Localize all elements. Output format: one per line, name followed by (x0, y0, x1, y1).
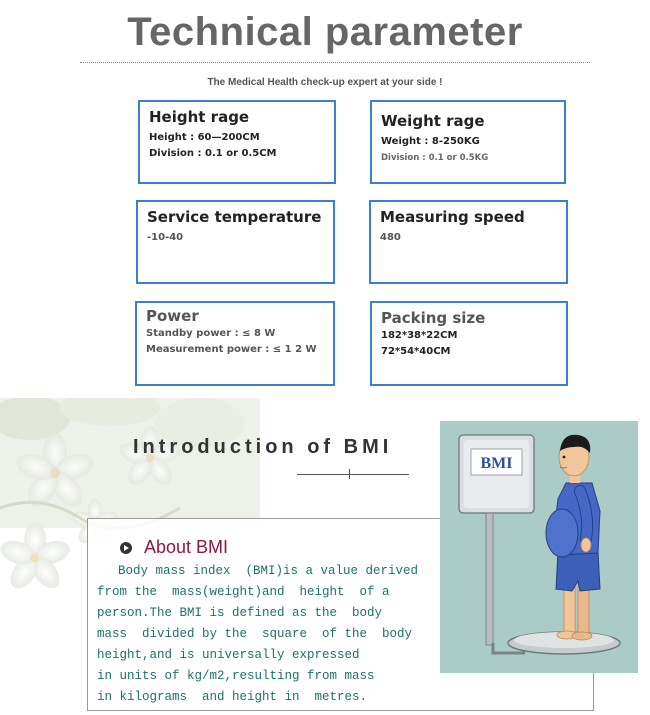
bmi-text-line: Body mass index (BMI)is a value derived (118, 564, 419, 578)
bmi-text-line: person.The BMI is defined as the body (97, 606, 383, 620)
bmi-text-line: from the mass(weight)and height of a (97, 585, 390, 599)
bmi-text-line: in kilograms and height in metres. (97, 690, 368, 704)
bmi-text-line: in units of kg/m2,resulting from mass (97, 669, 375, 683)
person-figure (545, 434, 601, 641)
param-card-packing: Packing size 182*38*22CM 72*54*40CM (370, 301, 568, 386)
param-title: Service temperature (147, 208, 322, 226)
page-title: Technical parameter (127, 10, 523, 54)
bmi-screen-label: BMI (481, 455, 513, 472)
param-title: Power (146, 307, 199, 325)
play-bullet-icon (120, 542, 132, 554)
title-divider (80, 62, 590, 63)
flower-background-image (0, 398, 260, 589)
bmi-text-line: mass divided by the square of the body (97, 627, 413, 641)
bmi-scale-illustration: BMI (440, 421, 638, 673)
param-line: Height : 60—200CM (149, 132, 260, 143)
tagline: The Medical Health check-up expert at yo… (207, 77, 443, 88)
param-line: Measurement power : ≤ 1 2 W (146, 344, 317, 355)
bmi-heading: Introduction of BMI (133, 436, 393, 458)
param-title: Measuring speed (380, 208, 525, 226)
param-line: Weight : 8-250KG (381, 136, 480, 147)
bmi-text-line: height,and is universally expressed (97, 648, 360, 662)
param-line: 480 (380, 232, 401, 243)
param-line: Standby power : ≤ 8 W (146, 328, 276, 339)
param-card-power: Power Standby power : ≤ 8 W Measurement … (135, 301, 335, 386)
param-card-height: Height rage Height : 60—200CM Division :… (138, 100, 336, 184)
heading-divider (297, 474, 409, 475)
about-bmi-heading: About BMI (120, 537, 228, 558)
heading-divider-tick (349, 469, 350, 479)
param-card-temperature: Service temperature -10-40 (136, 200, 335, 284)
param-card-speed: Measuring speed 480 (369, 200, 568, 284)
param-title: Packing size (381, 309, 486, 327)
param-line: Division : 0.1 or 0.5KG (381, 153, 489, 163)
param-line: Division : 0.1 or 0.5CM (149, 148, 277, 159)
param-line: 182*38*22CM (381, 330, 458, 341)
param-line: -10-40 (147, 232, 184, 243)
param-line: 72*54*40CM (381, 346, 451, 357)
about-bmi-title: About BMI (144, 537, 229, 557)
param-card-weight: Weight rage Weight : 8-250KG Division : … (370, 100, 566, 184)
param-title: Weight rage (381, 112, 485, 130)
param-title: Height rage (149, 108, 250, 126)
